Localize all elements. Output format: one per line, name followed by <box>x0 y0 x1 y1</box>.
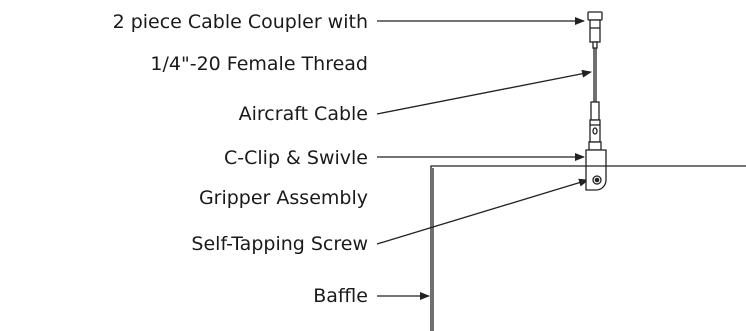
self-tapping-screw <box>592 175 602 185</box>
leader-screw <box>376 178 589 245</box>
label-cclip-line2: Gripper Assembly <box>199 187 368 209</box>
aircraft-cable <box>593 48 597 102</box>
label-screw: Self-Tapping Screw <box>191 233 368 255</box>
baffle-shape <box>430 165 746 331</box>
label-baffle: Baffle <box>313 285 368 307</box>
cable-coupler <box>587 11 603 49</box>
label-cclip-line1: C-Clip & Swivle <box>224 147 368 169</box>
label-aircraft-cable: Aircraft Cable <box>239 103 368 125</box>
gripper-body <box>588 101 602 151</box>
leader-aircraft-cable <box>376 69 592 115</box>
label-coupler-line1: 2 piece Cable Coupler with <box>113 11 368 33</box>
label-coupler-line2: 1/4"-20 Female Thread <box>150 53 368 75</box>
